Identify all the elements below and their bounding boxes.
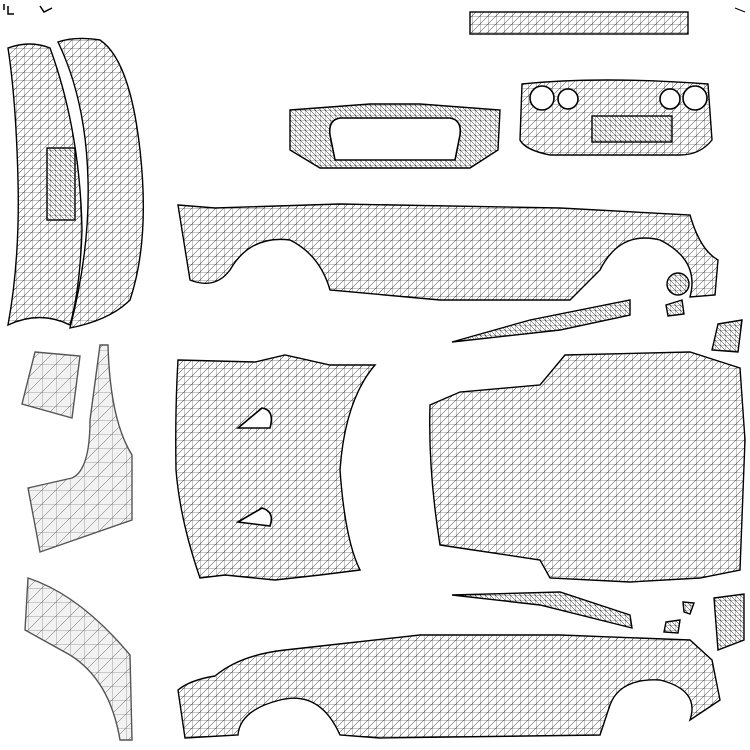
hood-vent [235, 507, 273, 527]
side-panel-sill [451, 299, 631, 343]
stray-mark [734, 7, 746, 13]
taillight-hole [659, 88, 681, 110]
small-part [711, 319, 743, 353]
license-plate-recess [46, 147, 76, 221]
taillight-hole [529, 85, 555, 111]
rear-fender-piece [24, 577, 133, 741]
taillight-hole [682, 85, 708, 111]
fender-small-piece [21, 351, 81, 419]
stray-mark [39, 5, 53, 13]
side-panel-lower [177, 634, 721, 739]
roof-body-top [429, 351, 746, 583]
small-part [713, 593, 745, 651]
rear-license-area [591, 115, 673, 143]
fuel-cap [666, 272, 690, 296]
grille-opening [328, 117, 462, 161]
stray-mark [3, 4, 14, 15]
front-fender-piece [27, 344, 133, 553]
roof-trim-strip [469, 11, 689, 35]
hood [175, 354, 377, 581]
side-panel-upper [177, 203, 719, 301]
hood-vent [235, 407, 273, 429]
taillight-hole [557, 88, 579, 110]
rear-bumper-outer-strip [57, 37, 145, 329]
small-part [663, 619, 681, 634]
rear-bumper-inner-strip [7, 43, 83, 327]
small-part [682, 601, 695, 615]
side-panel-sill-lower [451, 591, 633, 629]
small-part [665, 299, 685, 317]
